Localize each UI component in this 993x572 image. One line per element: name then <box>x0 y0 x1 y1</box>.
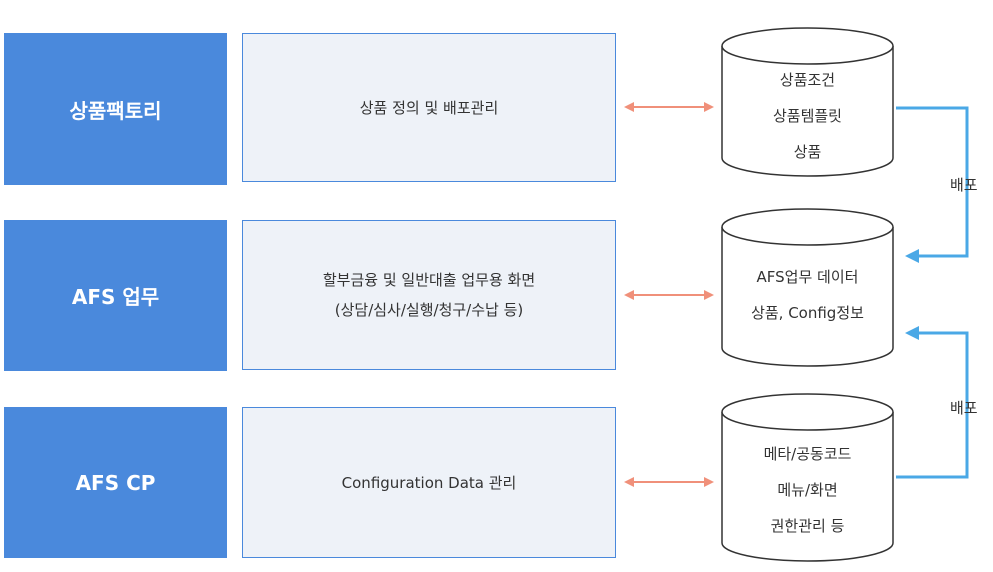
db-line: 상품조건 <box>779 71 836 89</box>
db-line: AFS업무 데이터 <box>756 268 859 286</box>
db-line: 상품, Config정보 <box>751 304 864 322</box>
deploy-label-bottom: 배포 <box>950 399 978 417</box>
row-label-afs-business: AFS 업무 <box>4 220 227 371</box>
db-line: 상품템플릿 <box>772 107 842 125</box>
deploy-label-top: 배포 <box>950 176 978 194</box>
description-line: 상품 정의 및 배포관리 <box>359 98 499 117</box>
row-label-product-factory: 상품팩토리 <box>4 33 227 185</box>
description-line: Configuration Data 관리 <box>341 473 517 492</box>
row-label-text: AFS CP <box>75 470 156 495</box>
cylinder-shape <box>721 393 894 562</box>
row-description-afs-cp: Configuration Data 관리 <box>242 407 616 558</box>
db-line: 메뉴/화면 <box>777 481 838 499</box>
row-description-product-factory: 상품 정의 및 배포관리 <box>242 33 616 182</box>
db-line: 권한관리 등 <box>770 517 845 535</box>
deploy-arrow-bottom <box>896 326 969 479</box>
database-cylinder-product: 상품조건 상품템플릿 상품 <box>721 26 894 178</box>
description-line: 할부금융 및 일반대출 업무용 화면 <box>322 271 536 289</box>
db-line: 상품 <box>793 143 822 161</box>
row-label-afs-cp: AFS CP <box>4 407 227 558</box>
description-line: (상담/심사/실행/청구/수납 등) <box>334 301 524 319</box>
cylinder-shape <box>721 208 894 367</box>
db-line: 메타/공동코드 <box>763 445 852 463</box>
deploy-arrow-top <box>896 106 969 263</box>
row-label-text: 상품팩토리 <box>69 98 162 123</box>
row-description-afs-business: 할부금융 및 일반대출 업무용 화면 (상담/심사/실행/청구/수납 등) <box>242 220 616 370</box>
row-label-text: AFS 업무 <box>71 285 160 309</box>
database-cylinder-afs-data: AFS업무 데이터 상품, Config정보 <box>721 207 894 368</box>
cylinder-shape <box>721 27 894 177</box>
database-cylinder-config: 메타/공동코드 메뉴/화면 권한관리 등 <box>721 392 894 563</box>
